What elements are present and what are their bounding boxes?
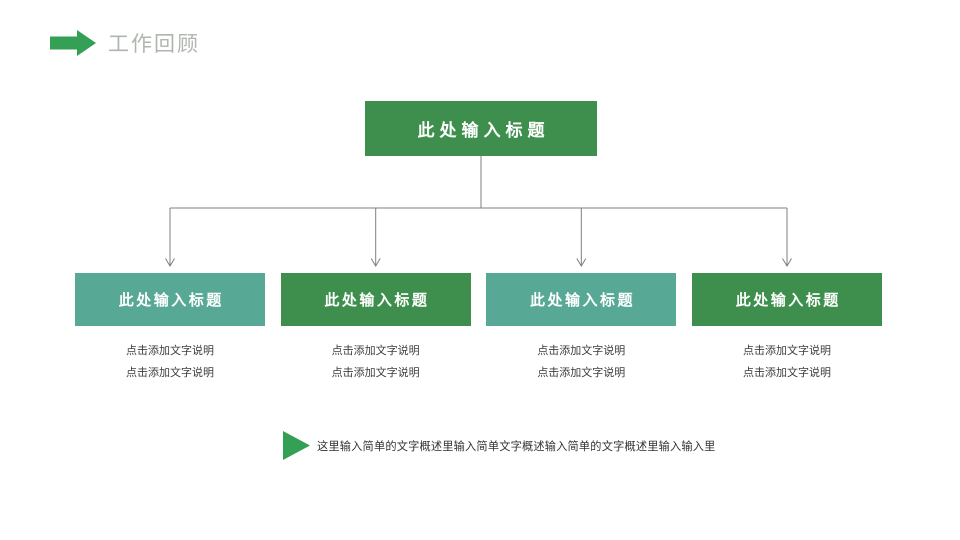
branch-title-box: 此处输入标题 xyxy=(75,273,265,326)
footer-summary-text: 这里输入简单的文字概述里输入简单文字概述输入简单的文字概述里输入输入里 xyxy=(317,440,716,453)
branch-column-4: 此处输入标题 点击添加文字说明 点击添加文字说明 xyxy=(691,273,882,384)
arrowhead-icon xyxy=(576,258,587,267)
branch-title-box: 此处输入标题 xyxy=(280,273,471,326)
branch-captions: 点击添加文字说明 点击添加文字说明 xyxy=(743,340,831,384)
caption-line: 点击添加文字说明 xyxy=(742,367,831,379)
caption-line: 点击添加文字说明 xyxy=(537,345,626,357)
branch-column-3: 此处输入标题 点击添加文字说明 点击添加文字说明 xyxy=(486,273,677,384)
play-triangle-icon xyxy=(283,431,310,460)
branch-title-label: 此处输入标题 xyxy=(530,292,636,309)
branch-title-label: 此处输入标题 xyxy=(118,292,224,309)
arrowhead-icon xyxy=(165,258,175,267)
caption-line: 点击添加文字说明 xyxy=(331,345,420,357)
caption-line: 点击添加文字说明 xyxy=(331,367,420,379)
branch-title-label: 此处输入标题 xyxy=(735,292,841,309)
caption-line: 点击添加文字说明 xyxy=(126,345,214,357)
branch-row: 此处输入标题 点击添加文字说明 点击添加文字说明 此处输入标题 点击添加文字说明… xyxy=(75,273,882,384)
branch-captions: 点击添加文字说明 点击添加文字说明 xyxy=(126,340,214,384)
footer-summary: 这里输入简单的文字概述里输入简单文字概述输入简单的文字概述里输入输入里 xyxy=(283,431,716,460)
branch-column-2: 此处输入标题 点击添加文字说明 点击添加文字说明 xyxy=(280,273,471,384)
branch-captions: 点击添加文字说明 点击添加文字说明 xyxy=(332,340,420,384)
right-arrow-icon xyxy=(50,30,96,56)
page-title: 工作回顾 xyxy=(108,33,200,56)
caption-line: 点击添加文字说明 xyxy=(126,367,214,379)
arrowhead-icon xyxy=(370,258,381,267)
caption-line: 点击添加文字说明 xyxy=(742,345,831,357)
branch-title-box: 此处输入标题 xyxy=(486,273,677,326)
branch-captions: 点击添加文字说明 点击添加文字说明 xyxy=(537,340,625,384)
arrowhead-icon xyxy=(782,258,792,267)
branch-title-box: 此处输入标题 xyxy=(691,273,882,326)
root-title-box: 此处输入标题 xyxy=(365,101,597,156)
branch-title-label: 此处输入标题 xyxy=(324,292,430,309)
root-title-label: 此处输入标题 xyxy=(417,121,550,140)
slide-header: 工作回顾 xyxy=(50,28,200,58)
caption-line: 点击添加文字说明 xyxy=(537,367,626,379)
branch-column-1: 此处输入标题 点击添加文字说明 点击添加文字说明 xyxy=(75,273,265,384)
